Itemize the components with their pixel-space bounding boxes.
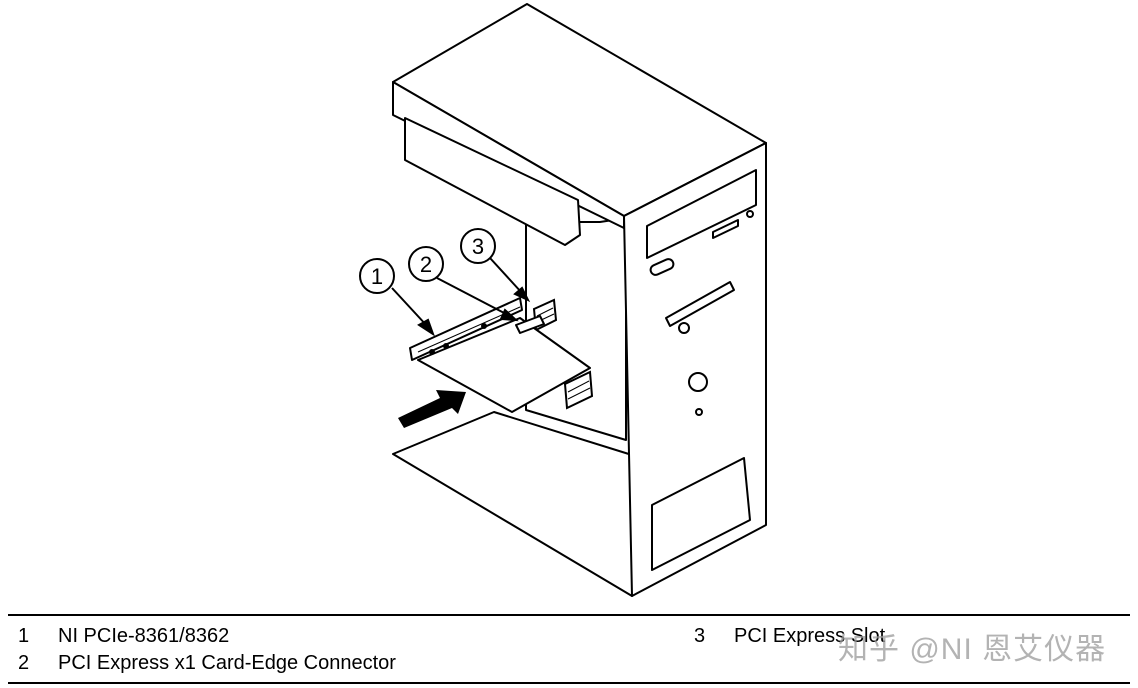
case-underside-block [404,117,581,246]
front-vent [651,457,751,571]
power-light [695,408,703,416]
case-front-panel [623,142,767,597]
legend-top-rule [8,614,1130,616]
pcie-card-board [417,317,591,413]
drive-button [649,258,675,276]
pci-express-slot-lower [563,370,594,410]
pcie-card-bracket [409,297,523,361]
legend-number: 3 [694,625,706,647]
legend-number: 2 [18,652,30,674]
legend-label: PCI Express x1 Card-Edge Connector [58,652,396,674]
floor-plane [392,411,633,597]
floppy-slot [665,281,735,327]
case-back-panel [525,217,627,441]
insertion-arrow [398,390,466,428]
legend-label: NI PCIe-8361/8362 [58,625,230,647]
watermark-text: 知乎 @NI 恩艾仪器 [838,633,1107,666]
card-edge-connector [515,315,545,334]
drive-eject-light [746,210,754,218]
callout-number-1: 1 [371,264,383,289]
drive-slot [712,219,739,239]
floppy-button [678,322,690,334]
callout-number-3: 3 [472,234,484,259]
callout-number-2: 2 [420,252,432,277]
drive-bay [646,169,757,259]
callout-circle-1 [359,258,395,294]
callout-circle-3 [460,228,496,264]
callout-circle-2 [408,246,444,282]
power-button [688,372,708,392]
legend-bottom-rule [8,682,1130,684]
legend-number: 1 [18,625,30,647]
legend-label: PCI Express Slot [734,625,886,647]
